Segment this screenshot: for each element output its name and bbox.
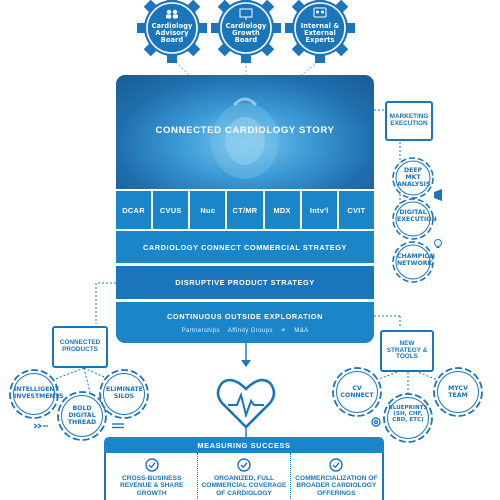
segment-nuc: Nuc xyxy=(190,191,226,229)
measuring-col-2: ORGANIZED, FULL COMMERCIAL COVERAGE OF C… xyxy=(198,453,291,500)
strategy-gear-blueprints-label: BLUEPRINTS (SH, CHF, CBD, ETC) xyxy=(388,405,428,424)
marketing-execution-label: MARKETING EXECUTION xyxy=(389,113,429,127)
connected-products-box: CONNECTED PRODUCTS xyxy=(52,326,108,368)
strategy-gear-cv-label: CV CONNECT xyxy=(340,385,374,399)
gear-connectors xyxy=(175,61,319,77)
measuring-col-3-text: COMMERCIALIZATION OF BROADER CARDIOLOGY … xyxy=(295,475,378,497)
band-disruptive-strategy: DISRUPTIVE PRODUCT STRATEGY xyxy=(116,266,374,299)
measuring-title: MEASURING SUCCESS xyxy=(104,437,384,453)
lightbulb-icon xyxy=(434,239,442,248)
segment-ctmr: CT/MR xyxy=(227,191,263,229)
exploration-title: CONTINUOUS OUTSIDE EXPLORATION xyxy=(167,311,323,321)
measuring-col-3: COMMERCIALIZATION OF BROADER CARDIOLOGY … xyxy=(291,453,382,500)
marketing-gear-champion-label: CHAMPION NETWORK xyxy=(397,253,435,267)
top-gear-advisory-label: Cardiology Advisory Board xyxy=(151,22,193,44)
hero-title: CONNECTED CARDIOLOGY STORY xyxy=(155,125,335,136)
top-gear-experts-label: Internal & External Experts xyxy=(300,22,340,44)
marketing-gear-digital-label: DIGITAL EXECUTION xyxy=(397,209,437,223)
new-strategy-label: NEW STRATEGY & TOOLS xyxy=(386,339,428,361)
strategy-gear-mycv-label: MYCV TEAM xyxy=(448,385,468,399)
settings-icon xyxy=(371,417,381,427)
band-commercial-strategy: CARDIOLOGY CONNECT COMMERCIAL STRATEGY xyxy=(116,231,374,263)
measuring-columns: CROSS-BUSINESS REVENUE & SHARE GROWTH OR… xyxy=(104,453,384,500)
arrows-icon xyxy=(33,423,48,429)
menu-lines-icon xyxy=(112,423,124,429)
measuring-col-2-text: ORGANIZED, FULL COMMERCIAL COVERAGE OF C… xyxy=(201,475,287,497)
products-gear-intelligent-label: INTELLIGENT INVESTMENTS xyxy=(14,386,64,400)
people-icon xyxy=(166,9,178,19)
check-circle-icon xyxy=(144,458,159,472)
exploration-ma: M&A xyxy=(294,326,309,334)
presentation-board-icon xyxy=(239,8,253,20)
products-gear-bold-label: BOLD DIGITAL THREAD xyxy=(67,405,97,426)
exploration-items: Partnerships Affinity Groups ⚭ M&A xyxy=(181,327,308,334)
measuring-col-1: CROSS-BUSINESS REVENUE & SHARE GROWTH xyxy=(106,453,199,500)
segment-intvl: Intv'l xyxy=(301,191,337,229)
exploration-partnerships: Partnerships xyxy=(181,326,220,334)
band-exploration: CONTINUOUS OUTSIDE EXPLORATION Partnersh… xyxy=(116,302,374,343)
measuring-success-panel: MEASURING SUCCESS CROSS-BUSINESS REVENUE… xyxy=(104,437,384,500)
measuring-col-1-text: CROSS-BUSINESS REVENUE & SHARE GROWTH xyxy=(119,475,184,497)
modality-row: DCAR CVUS Nuc CT/MR MDX Intv'l CVIT xyxy=(116,191,374,229)
heart-anatomy-icon xyxy=(211,97,279,179)
segment-mdx: MDX xyxy=(264,191,300,229)
segment-cvit: CVIT xyxy=(338,191,374,229)
heart-down-arrow xyxy=(241,343,251,367)
check-circle-icon xyxy=(329,458,344,472)
products-gear-eliminate-label: ELIMINATE SILOS xyxy=(106,386,143,400)
new-strategy-box: NEW STRATEGY & TOOLS xyxy=(380,330,434,372)
hero-panel: CONNECTED CARDIOLOGY STORY xyxy=(116,75,374,189)
segment-dcar: DCAR xyxy=(116,191,152,229)
top-gear-growth-label: Cardiology Growth Board xyxy=(225,22,267,44)
connected-products-label: CONNECTED PRODUCTS xyxy=(59,339,101,353)
exploration-affinity: Affinity Groups xyxy=(227,326,273,334)
marketing-execution-box: MARKETING EXECUTION xyxy=(385,101,433,141)
megaphone-icon xyxy=(434,189,442,201)
check-circle-icon xyxy=(237,458,251,472)
binoculars-icon: ⚭ xyxy=(280,326,287,334)
expert-group-icon xyxy=(313,7,327,18)
marketing-gear-deep-label: DEEP MKT ANALYSIS xyxy=(397,167,431,188)
heart-pulse-icon xyxy=(216,378,276,429)
segment-cvus: CVUS xyxy=(153,191,189,229)
